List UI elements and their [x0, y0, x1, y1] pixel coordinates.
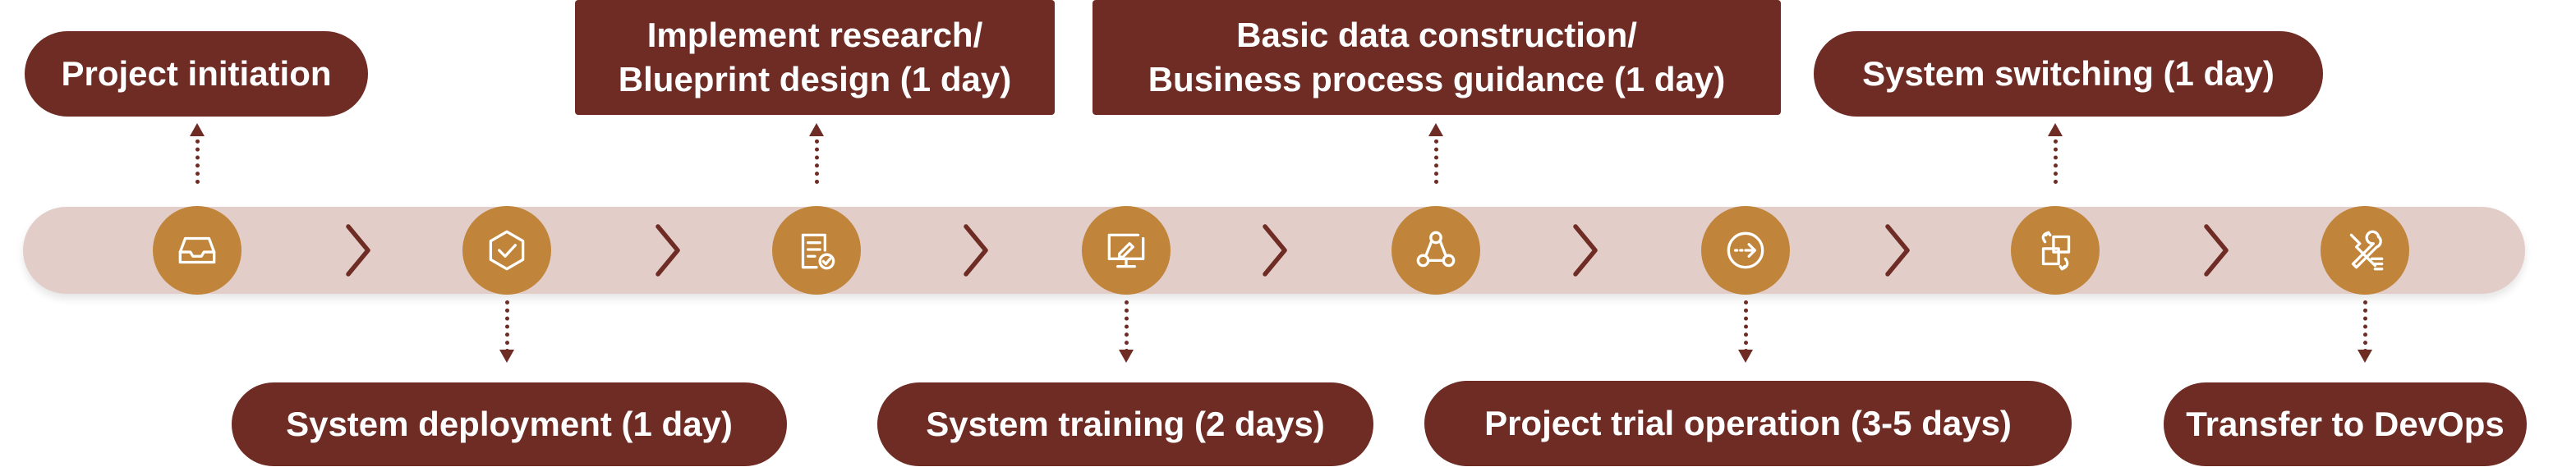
step-3-label-line-2: Blueprint design (1 day) — [618, 60, 1012, 98]
chevron-right-icon — [1263, 224, 1287, 277]
connector-down — [2358, 300, 2372, 363]
step-2-node[interactable] — [462, 206, 551, 295]
chevron-right-icon — [964, 224, 988, 277]
step-3-label[interactable]: Implement research/ Blueprint design (1 … — [575, 0, 1055, 115]
step-6-node[interactable] — [1701, 206, 1790, 295]
chevron-right-icon — [1573, 224, 1598, 277]
step-7-node[interactable] — [2011, 206, 2100, 295]
step-5-label[interactable]: Basic data construction/ Business proces… — [1092, 0, 1781, 115]
connector-up — [809, 123, 824, 184]
document-check-icon — [801, 233, 835, 270]
connector-up — [1428, 123, 1443, 184]
step-1-label[interactable]: Project initiation — [25, 31, 368, 117]
connector-down — [499, 300, 514, 363]
step-6-label[interactable]: Project trial operation (3-5 days) — [1424, 381, 2072, 466]
step-1-node[interactable] — [153, 206, 242, 295]
chevron-right-icon — [656, 224, 680, 277]
network-nodes-icon — [1416, 231, 1456, 268]
tools-icon — [2349, 230, 2384, 271]
chevron-right-icon — [2204, 224, 2229, 277]
step-3-node[interactable] — [772, 206, 861, 295]
step-5-label-line-2: Business process guidance (1 day) — [1148, 60, 1726, 98]
step-2-label[interactable]: System deployment (1 day) — [232, 382, 787, 466]
connector-up — [190, 123, 205, 184]
step-8-node[interactable] — [2321, 206, 2409, 295]
connector-down — [1738, 300, 1753, 363]
step-8-label[interactable]: Transfer to DevOps — [2164, 382, 2527, 466]
connector-down — [1119, 300, 1134, 363]
step-5-node[interactable] — [1392, 206, 1480, 295]
arrow-circle-icon — [1727, 231, 1764, 269]
step-4-node[interactable] — [1082, 206, 1171, 295]
shield-check-icon — [489, 230, 525, 271]
chevron-right-icon — [346, 224, 370, 277]
step-4-label[interactable]: System training (2 days) — [877, 382, 1373, 466]
connector-up — [2048, 123, 2063, 184]
step-7-label[interactable]: System switching (1 day) — [1814, 31, 2323, 117]
chevron-right-icon — [1885, 224, 1910, 277]
monitor-pen-icon — [1107, 233, 1145, 268]
step-3-label-line-1: Implement research/ — [646, 16, 983, 54]
switch-squares-icon — [2041, 231, 2071, 271]
step-5-label-line-1: Basic data construction/ — [1236, 16, 1637, 54]
inbox-tray-icon — [178, 236, 216, 264]
timeline-track — [23, 207, 2525, 294]
